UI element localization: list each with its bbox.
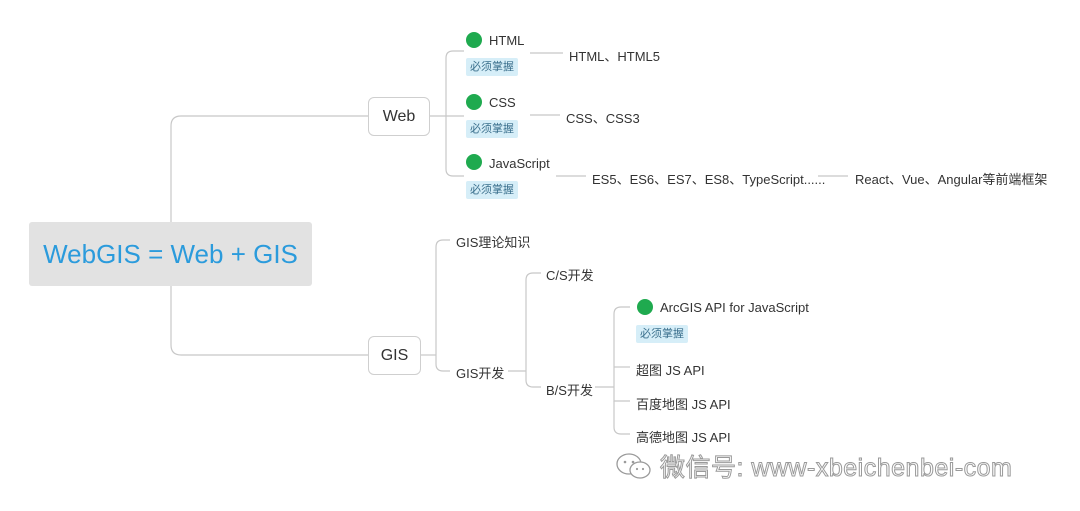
priority-marker-icon	[637, 299, 653, 315]
topic-bs-dev[interactable]: B/S开发	[546, 380, 593, 399]
connector-gis-theory	[435, 239, 450, 355]
watermark-text: 微信号: www-xbeichenbei-com	[659, 454, 1013, 483]
priority-marker-icon	[466, 154, 482, 170]
priority-marker-icon	[466, 32, 482, 48]
topic-gis-theory-label: GIS理论知识	[456, 235, 531, 250]
leaf-js-frameworks[interactable]: React、Vue、Angular等前端框架	[855, 169, 1047, 188]
connector-root-gis	[170, 286, 368, 356]
topic-bs-dev-label: B/S开发	[546, 383, 593, 398]
leaf-arcgis-api[interactable]: ArcGIS API for JavaScript	[660, 300, 809, 315]
connector-bs-baidu	[613, 387, 630, 402]
topic-gis-theory[interactable]: GIS理论知识	[456, 232, 530, 251]
gis-node[interactable]: GIS	[368, 336, 421, 375]
leaf-amap-api-label: 高德地图 JS API	[636, 430, 731, 445]
tag-must-master: 必须掌握	[466, 181, 518, 199]
connector-web-html	[445, 50, 464, 116]
leaf-supermap-api[interactable]: 超图 JS API	[636, 360, 705, 379]
tag-label: 必须掌握	[470, 184, 514, 196]
topic-gis-dev[interactable]: GIS开发	[456, 363, 504, 382]
connector-root-web	[170, 115, 368, 222]
priority-marker-icon	[466, 94, 482, 110]
connector-dev-cs	[525, 272, 541, 371]
connector-dev-bs	[525, 371, 541, 388]
leaf-css-detail[interactable]: CSS、CSS3	[566, 108, 640, 127]
leaf-html-detail-label: HTML、HTML5	[569, 49, 661, 64]
topic-cs-dev-label: C/S开发	[546, 268, 594, 283]
tag-must-master: 必须掌握	[636, 325, 688, 343]
topic-html[interactable]: HTML	[489, 33, 524, 48]
root-label: WebGIS = Web + GIS	[43, 238, 298, 269]
connector-bs-arcgis	[613, 306, 630, 387]
leaf-baidu-api[interactable]: 百度地图 JS API	[636, 394, 731, 413]
leaf-js-detail-label: ES5、ES6、ES7、ES8、TypeScript......	[592, 172, 826, 187]
leaf-js-detail[interactable]: ES5、ES6、ES7、ES8、TypeScript......	[592, 169, 825, 188]
tag-label: 必须掌握	[640, 328, 684, 340]
connector-gis-dev	[435, 355, 450, 372]
leaf-html-detail[interactable]: HTML、HTML5	[569, 46, 660, 65]
connector-web-js	[445, 116, 464, 177]
leaf-js-frameworks-label: React、Vue、Angular等前端框架	[855, 172, 1048, 187]
leaf-baidu-api-label: 百度地图 JS API	[636, 397, 731, 412]
topic-cs-dev[interactable]: C/S开发	[546, 265, 594, 284]
topic-gis-dev-label: GIS开发	[456, 366, 505, 381]
tag-must-master: 必须掌握	[466, 58, 518, 76]
topic-javascript[interactable]: JavaScript	[489, 156, 550, 171]
tag-must-master: 必须掌握	[466, 120, 518, 138]
leaf-arcgis-api-label: ArcGIS API for JavaScript	[660, 300, 809, 315]
tag-label: 必须掌握	[470, 123, 514, 135]
leaf-supermap-api-label: 超图 JS API	[636, 363, 705, 378]
wechat-icon	[616, 453, 651, 479]
web-node[interactable]: Web	[368, 97, 430, 136]
topic-javascript-label: JavaScript	[489, 156, 550, 171]
topic-css-label: CSS	[489, 95, 516, 110]
topic-html-label: HTML	[489, 33, 525, 48]
leaf-amap-api[interactable]: 高德地图 JS API	[636, 427, 731, 446]
topic-css[interactable]: CSS	[489, 95, 516, 110]
gis-label: GIS	[380, 346, 409, 364]
root-node[interactable]: WebGIS = Web + GIS	[29, 222, 312, 286]
watermark: 微信号: www-xbeichenbei-com	[614, 448, 1012, 484]
tag-label: 必须掌握	[470, 61, 514, 73]
leaf-css-detail-label: CSS、CSS3	[566, 111, 640, 126]
web-label: Web	[382, 107, 416, 125]
connector-bs-amap	[613, 401, 630, 435]
